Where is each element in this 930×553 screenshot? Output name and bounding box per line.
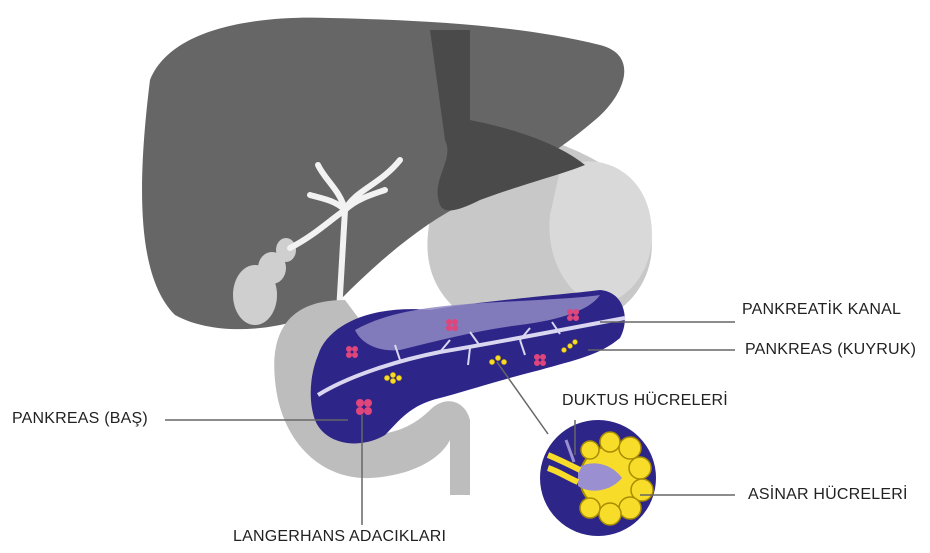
acinar-cluster-icon	[540, 420, 656, 536]
label-pancreatic-duct: PANKREATİK KANAL	[742, 301, 901, 319]
label-islets-of-langerhans: LANGERHANS ADACIKLARI	[233, 528, 446, 546]
label-duct-cells: DUKTUS HÜCRELERİ	[562, 392, 728, 410]
label-acinar-cells: ASİNAR HÜCRELERİ	[748, 486, 908, 504]
label-pancreas-head: PANKREAS (BAŞ)	[12, 410, 148, 428]
label-pancreas-tail: PANKREAS (KUYRUK)	[745, 341, 916, 359]
